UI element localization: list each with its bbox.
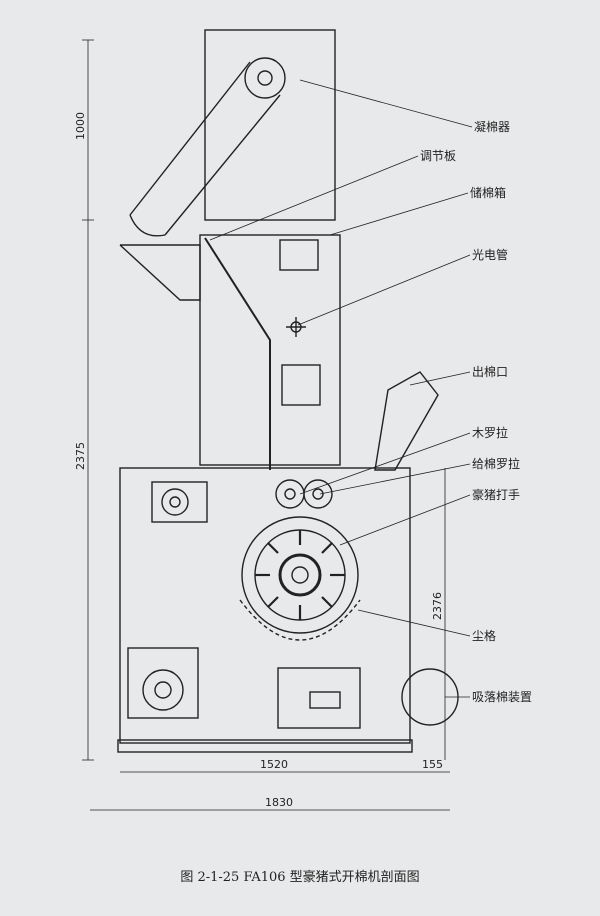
dim-overall-width: 1830 (265, 796, 293, 809)
grid-bars-arc (239, 599, 361, 641)
label-condenser: 凝棉器 (474, 119, 510, 134)
feed-roller-right (303, 479, 333, 509)
cotton-outlet-chute (374, 371, 439, 471)
label-photocell: 光电管 (472, 247, 508, 262)
label-suction-device: 吸落棉装置 (472, 690, 532, 704)
main-body (119, 467, 411, 744)
window-upper (279, 239, 319, 271)
dim-total-height: 2375 (74, 442, 87, 470)
motor-lower (142, 669, 184, 711)
dim-top-height: 1000 (74, 112, 87, 140)
label-storage-box: 储棉箱 (470, 185, 506, 200)
label-adjust-plate: 调节板 (420, 149, 456, 163)
condenser-housing (204, 29, 336, 221)
label-cotton-outlet: 出棉口 (472, 365, 508, 379)
window-lower (281, 364, 321, 406)
label-porcupine-beater: 豪猪打手 (472, 487, 520, 502)
label-wooden-roller: 木罗拉 (472, 425, 508, 440)
porcupine-beater (241, 516, 359, 634)
dim-side-height: 2376 (431, 592, 444, 620)
adjust-plate (204, 237, 271, 470)
figure-caption: 图 2-1-25 FA106 型豪猪式开棉机剖面图 (180, 870, 420, 885)
condenser-drum (244, 57, 286, 99)
label-feed-roller: 给棉罗拉 (472, 456, 520, 471)
motor-upper (151, 481, 208, 523)
label-grid-bars: 尘格 (472, 628, 496, 643)
dim-base-width: 1520 (260, 758, 288, 771)
feed-roller-left (275, 479, 305, 509)
dim-right-offset: 155 (422, 758, 443, 771)
control-box (277, 667, 361, 729)
